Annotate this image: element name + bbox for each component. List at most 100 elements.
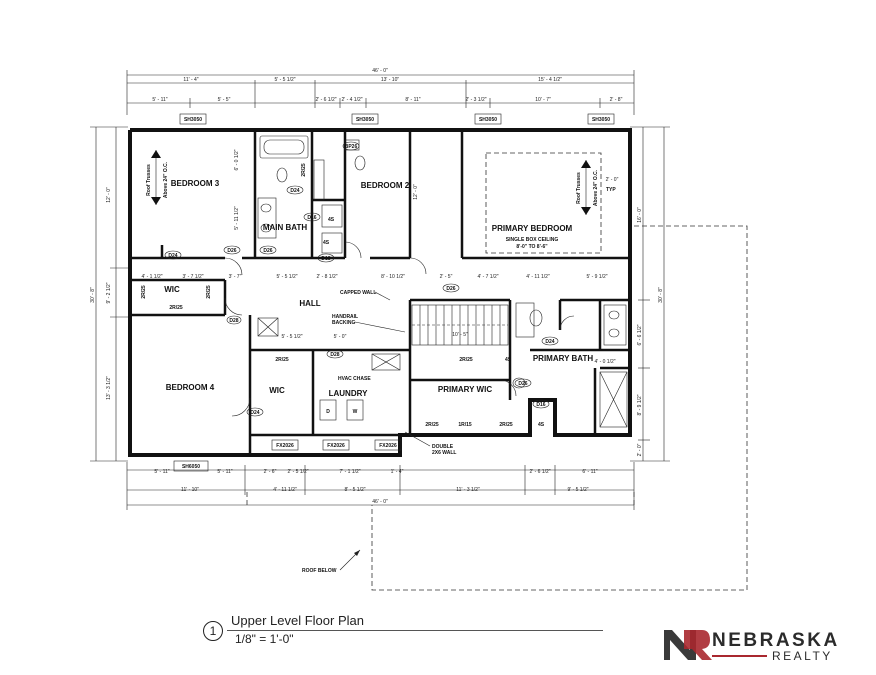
room-label-bedroom3: BEDROOM 3 — [171, 179, 220, 188]
logo-name: NEBRASKA — [712, 630, 840, 651]
window-tag-4: SH3050 — [592, 117, 610, 123]
door-tag-d24d: D24 — [545, 339, 554, 345]
logo-mark — [664, 630, 712, 660]
door-tag-ovals — [164, 141, 559, 417]
dim-inner-9: 4' - 11 1/2" — [526, 274, 550, 280]
truss-arrow-left — [151, 150, 161, 205]
dim-left-overall: 30' - 8" — [90, 287, 96, 303]
stair-treads — [411, 304, 509, 346]
dim-top-1: 11' - 4" — [183, 77, 198, 83]
dim-inner-2: 5' - 11 1/2" — [234, 206, 240, 230]
note-double-2: 2X6 WALL — [432, 450, 456, 456]
dim-overall-top: 46' - 0" — [372, 68, 388, 74]
note-handrail-1: HANDRAIL — [332, 314, 358, 320]
door-tag-d18: D18 — [321, 256, 330, 262]
door-tag-bp26: BP26 — [345, 144, 358, 150]
dim-overall-bottom: 46' - 0" — [372, 499, 388, 505]
hvac-chase — [371, 353, 401, 371]
dim-inner-1: 6' - 0 1/2" — [234, 149, 240, 170]
caption-rule — [227, 630, 603, 631]
room-label-bedroom4: BEDROOM 4 — [166, 383, 215, 392]
dim-inner-3: 12' - 0" — [413, 184, 419, 200]
door-swings — [224, 241, 575, 417]
note-leaders — [354, 291, 431, 447]
dim-inner-15: 5' - 0" — [334, 334, 347, 340]
shelf-label-7: 2R/25 — [499, 422, 513, 428]
dim-bottom-6: 1' - 4" — [391, 469, 404, 475]
door-tag-d24b: D24 — [290, 188, 299, 194]
shelf-label-9: 4S — [328, 217, 335, 223]
shelf-label-8: 4S — [538, 422, 545, 428]
caption-title: Upper Level Floor Plan — [231, 613, 364, 628]
window-tag-8: FX2026 — [379, 443, 397, 449]
room-label-wic-lower: WIC — [269, 386, 285, 395]
dim-inner-13: 3' - 7" — [229, 274, 242, 280]
box-ceiling-outline — [485, 152, 602, 254]
dim-left-1: 12' - 0" — [106, 187, 112, 203]
dim-bottom-5: 7' - 1 1/2" — [339, 469, 360, 475]
nebraska-realty-logo: NEBRASKA REALTY — [660, 624, 865, 668]
shelf-label-4: 4S — [505, 357, 512, 363]
dim-inner-6: 8' - 10 1/2" — [381, 274, 405, 280]
dim-right-overall: 30' - 8" — [658, 287, 664, 303]
logo-accent-line — [712, 655, 767, 657]
window-tag-5: SH6050 — [182, 464, 200, 470]
dim-top-9: 8' - 11" — [405, 97, 420, 103]
dim-bottom-3: 2' - 6" — [264, 469, 277, 475]
main-bath-fixtures — [257, 135, 343, 254]
door-tag-d24a: D24 — [168, 253, 177, 259]
left-dimension-lines — [90, 126, 128, 462]
dim-bottom-11: 8' - 5 1/2" — [344, 487, 365, 493]
door-tag-d26c: D26 — [446, 286, 455, 292]
room-label-laundry: LAUNDRY — [329, 389, 368, 398]
door-tag-d16: D16 — [307, 215, 316, 221]
room-label-primary-bedroom: PRIMARY BEDROOM — [492, 224, 573, 233]
shelf-label-3: 2R/25 — [459, 357, 473, 363]
shelf-label-10: 4S — [323, 240, 330, 246]
dim-bottom-8: 6' - 11" — [582, 469, 597, 475]
dim-inner-4: 5' - 5 1/2" — [276, 274, 297, 280]
door-tag-d16b: D16 — [536, 402, 545, 408]
shelf-label-11: 2R/25 — [141, 285, 147, 299]
dim-top-3: 13' - 10" — [381, 77, 400, 83]
interior-walls — [130, 130, 630, 455]
dim-inner-18: 4' - 0 1/2" — [594, 359, 615, 365]
dim-inner-5: 2' - 8 1/2" — [316, 274, 337, 280]
door-tag-d28a: D28 — [229, 318, 238, 324]
dim-inner-8: 4' - 7 1/2" — [477, 274, 498, 280]
right-dimension-lines — [630, 126, 670, 462]
logo-sub: REALTY — [772, 649, 833, 663]
shelf-label-1: 2R/25 — [169, 305, 183, 311]
shelf-label-12: 2R/25 — [206, 285, 212, 299]
shelf-label-5: 2R/25 — [425, 422, 439, 428]
truss-note-right-1: Roof Trusses — [576, 172, 582, 204]
dim-right-1: 16' - 0" — [637, 207, 643, 223]
room-label-primary-bath: PRIMARY BATH — [533, 354, 594, 363]
shelf-label-13: 2R/25 — [301, 163, 307, 177]
dim-top-7: 2' - 6 1/2" — [315, 97, 336, 103]
dim-top-8: 2' - 4 1/2" — [341, 97, 362, 103]
shelf-label-6: 1R/15 — [458, 422, 472, 428]
truss-note-right-2: Above 24" O.C. — [593, 169, 599, 206]
room-label-wic-left: WIC — [164, 285, 180, 294]
laundry-appliances — [319, 399, 364, 421]
door-tag-d26b: D26 — [263, 248, 272, 254]
door-tag-d26a: D26 — [227, 248, 236, 254]
dim-bottom-9: 11' - 10" — [181, 487, 199, 493]
dim-inner-14: 5' - 5 1/2" — [281, 334, 302, 340]
roof-below-outline — [246, 225, 748, 591]
dim-right-2: 6' - 6 1/2" — [637, 324, 643, 345]
dim-bottom-2: 5' - 11" — [217, 469, 232, 475]
window-tag-1: SH3050 — [184, 117, 202, 123]
dim-top-6: 5' - 5" — [218, 97, 231, 103]
dim-bottom-12: 11' - 3 1/2" — [456, 487, 480, 493]
dim-top-12: 2' - 8" — [610, 97, 623, 103]
bottom-dimension-lines — [126, 462, 635, 510]
dim-top-5: 5' - 11" — [152, 97, 167, 103]
attic-access — [257, 317, 279, 337]
window-tag-2: SH3050 — [356, 117, 374, 123]
note-hvac-chase: HVAC CHASE — [338, 376, 371, 382]
dim-top-10: 2' - 3 1/2" — [465, 97, 486, 103]
